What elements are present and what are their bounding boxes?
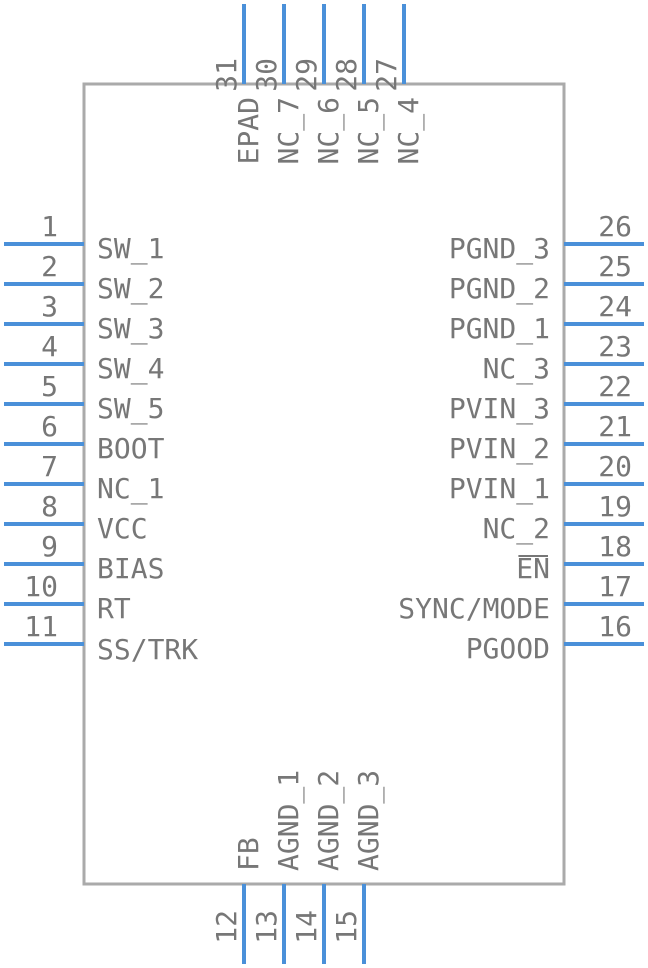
pin-number: 18 [598, 530, 632, 563]
pin-label-nc-1: NC_1 [97, 472, 164, 506]
pin-label-nc-3: NC_3 [483, 352, 550, 386]
pin-label-pvin-1: PVIN_1 [449, 472, 550, 506]
pin-number: 20 [598, 450, 632, 483]
pin-label-sw-1: SW_1 [97, 232, 164, 266]
pin-label-pgnd-2: PGND_2 [449, 272, 550, 306]
pin-number: 3 [41, 290, 58, 323]
pin-number: 30 [250, 58, 283, 92]
bottom-pin-group: 12 FB 13 AGND_1 14 AGND_2 15 AGND_3 [210, 770, 386, 964]
pin-label-ss-trk: SS/TRK [97, 633, 198, 666]
pin-number: 29 [290, 58, 323, 92]
pin-label-nc-4: NC_4 [392, 97, 426, 164]
pin-number: 31 [210, 58, 243, 92]
pin-label-sw-2: SW_2 [97, 272, 164, 306]
pin-number: 14 [290, 910, 323, 944]
pin-number: 11 [24, 610, 58, 643]
pin-number: 24 [598, 290, 632, 323]
pin-number: 1 [41, 210, 58, 243]
pin-label-fb: FB [232, 837, 265, 871]
pin-number: 21 [598, 410, 632, 443]
pin-label-nc-6: NC_6 [312, 97, 346, 164]
pin-label-agnd-1: AGND_1 [272, 770, 306, 871]
pin-label-pvin-2: PVIN_2 [449, 432, 550, 466]
pin-label-vcc: VCC [97, 512, 148, 545]
pin-label-pgood: PGOOD [466, 632, 550, 665]
pin-label-agnd-3: AGND_3 [352, 770, 386, 871]
pin-label-nc-5: NC_5 [352, 97, 386, 164]
pin-number: 2 [41, 250, 58, 283]
pin-label-rt: RT [97, 592, 131, 625]
pin-label-nc-7: NC_7 [272, 97, 306, 164]
pin-label-sw-3: SW_3 [97, 312, 164, 346]
pin-label-sw-5: SW_5 [97, 392, 164, 426]
pin-label-pgnd-1: PGND_1 [449, 312, 550, 346]
pin-label-en: EN [516, 552, 550, 585]
pin-number: 23 [598, 330, 632, 363]
pin-number: 7 [41, 450, 58, 483]
pin-number: 4 [41, 330, 58, 363]
pin-label-bias: BIAS [97, 552, 164, 585]
pin-number: 26 [598, 210, 632, 243]
pin-number: 10 [24, 570, 58, 603]
pin-number: 25 [598, 250, 632, 283]
pin-label-sw-4: SW_4 [97, 352, 164, 386]
pin-number: 5 [41, 370, 58, 403]
pin-label-sync-mode: SYNC/MODE [398, 592, 550, 625]
pin-number: 8 [41, 490, 58, 523]
pin-number: 6 [41, 410, 58, 443]
pin-number: 15 [330, 910, 363, 944]
pin-number: 28 [330, 58, 363, 92]
pin-number: 17 [598, 570, 632, 603]
pin-label-epad: EPAD [232, 97, 265, 164]
pin-label-pvin-3: PVIN_3 [449, 392, 550, 426]
component-body [82, 82, 566, 886]
pin-number: 19 [598, 490, 632, 523]
pin-label-boot: BOOT [97, 432, 165, 465]
pin-number: 9 [41, 530, 58, 563]
pin-number: 16 [598, 610, 632, 643]
pin-label-agnd-2: AGND_2 [312, 770, 346, 871]
pin-label-pgnd-3: PGND_3 [449, 232, 550, 266]
pin-label-nc-2: NC_2 [483, 512, 550, 546]
pin-number: 13 [250, 910, 283, 944]
pin-number: 22 [598, 370, 632, 403]
pin-number: 27 [370, 58, 403, 92]
pin-number: 12 [210, 910, 243, 944]
